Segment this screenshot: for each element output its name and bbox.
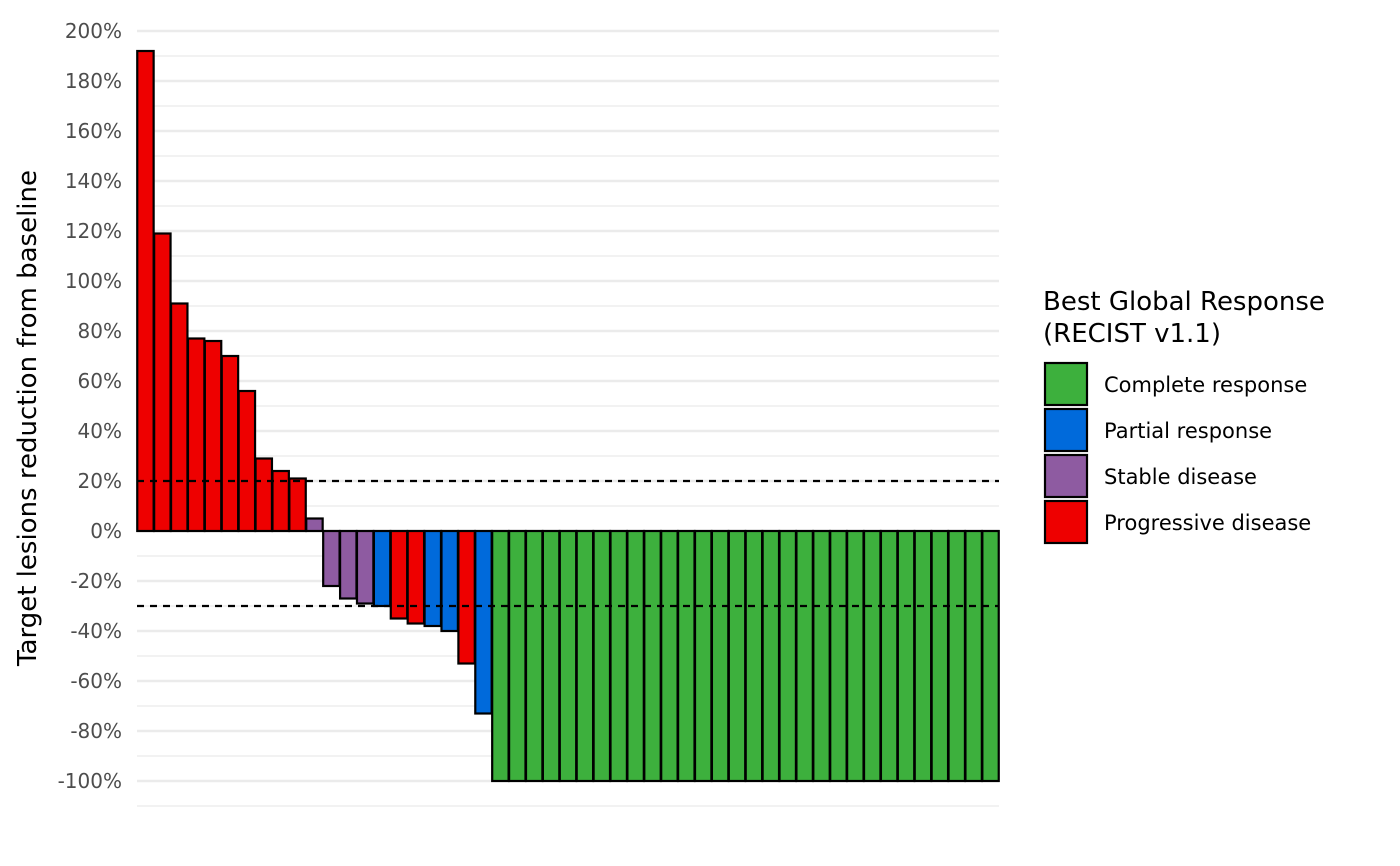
legend-label: Stable disease bbox=[1104, 465, 1257, 489]
bar bbox=[288, 477, 307, 533]
y-axis-title: Target lesions reduction from baseline bbox=[13, 170, 43, 667]
bar bbox=[153, 232, 172, 533]
y-tick-label: 100% bbox=[65, 269, 122, 293]
y-tick-label: -40% bbox=[70, 619, 122, 643]
bar bbox=[406, 529, 426, 625]
bar bbox=[541, 529, 561, 783]
bar bbox=[727, 529, 747, 783]
legend-label: Complete response bbox=[1104, 373, 1307, 397]
legend-key bbox=[1043, 407, 1089, 453]
bar bbox=[338, 529, 358, 600]
reference-lines bbox=[137, 479, 999, 608]
y-tick-label: 0% bbox=[90, 519, 122, 543]
y-tick-label: -100% bbox=[58, 769, 122, 793]
bar bbox=[457, 529, 476, 665]
bar bbox=[896, 529, 916, 783]
bar bbox=[186, 337, 206, 533]
bar bbox=[862, 529, 882, 783]
bar bbox=[355, 529, 375, 605]
bar bbox=[812, 529, 831, 783]
legend: Best Global Response (RECIST v1.1) Compl… bbox=[1043, 287, 1325, 545]
bar bbox=[677, 529, 696, 783]
bar bbox=[660, 529, 679, 783]
bar bbox=[440, 529, 459, 633]
bars bbox=[136, 49, 1000, 783]
y-axis-ticks: 200% 180% 160% 140% 120% 100% 80% 60% 40% 20% 0% -2… bbox=[58, 19, 122, 793]
y-tick-label: 80% bbox=[78, 319, 122, 343]
legend-key bbox=[1043, 453, 1089, 499]
bar bbox=[609, 529, 629, 783]
bar bbox=[524, 529, 544, 783]
bar bbox=[761, 529, 781, 783]
y-tick-label: 20% bbox=[78, 469, 122, 493]
bar bbox=[643, 529, 662, 783]
bar bbox=[795, 529, 814, 783]
bar bbox=[710, 529, 730, 783]
bar bbox=[913, 529, 933, 783]
bar bbox=[964, 529, 983, 783]
bar bbox=[778, 529, 798, 783]
bar bbox=[254, 457, 274, 533]
legend-title-line-2: (RECIST v1.1) bbox=[1043, 319, 1221, 349]
bar bbox=[491, 529, 510, 783]
bar bbox=[930, 529, 950, 783]
bar bbox=[508, 529, 527, 783]
bar bbox=[879, 529, 899, 783]
bar bbox=[169, 302, 189, 533]
y-tick-label: 60% bbox=[78, 369, 122, 393]
bar bbox=[372, 529, 392, 608]
y-tick-label: -20% bbox=[70, 569, 122, 593]
y-tick-label: 200% bbox=[65, 19, 122, 43]
bar bbox=[423, 529, 443, 628]
bar bbox=[203, 339, 223, 533]
bar bbox=[947, 529, 967, 783]
bar bbox=[575, 529, 595, 783]
y-tick-label: 160% bbox=[65, 119, 122, 143]
legend-label: Partial response bbox=[1104, 419, 1272, 443]
bar bbox=[626, 529, 645, 783]
y-tick-label: -60% bbox=[70, 669, 122, 693]
bar bbox=[744, 529, 764, 783]
bar bbox=[322, 529, 341, 588]
y-tick-label: -80% bbox=[70, 719, 122, 743]
bar bbox=[846, 529, 865, 783]
bar bbox=[305, 517, 324, 533]
y-tick-label: 40% bbox=[78, 419, 122, 443]
bar bbox=[558, 529, 578, 783]
legend-label: Progressive disease bbox=[1104, 511, 1311, 535]
y-tick-label: 140% bbox=[65, 169, 122, 193]
bar bbox=[829, 529, 848, 783]
bar bbox=[474, 529, 493, 715]
bar bbox=[693, 529, 713, 783]
legend-key bbox=[1043, 361, 1089, 407]
bar bbox=[220, 354, 240, 533]
bar bbox=[592, 529, 612, 783]
y-tick-label: 180% bbox=[65, 69, 122, 93]
y-tick-label: 120% bbox=[65, 219, 122, 243]
legend-key bbox=[1043, 499, 1089, 545]
bar bbox=[237, 389, 257, 533]
bar bbox=[981, 529, 1000, 783]
legend-title-line-1: Best Global Response bbox=[1043, 287, 1325, 317]
bar bbox=[136, 49, 155, 533]
